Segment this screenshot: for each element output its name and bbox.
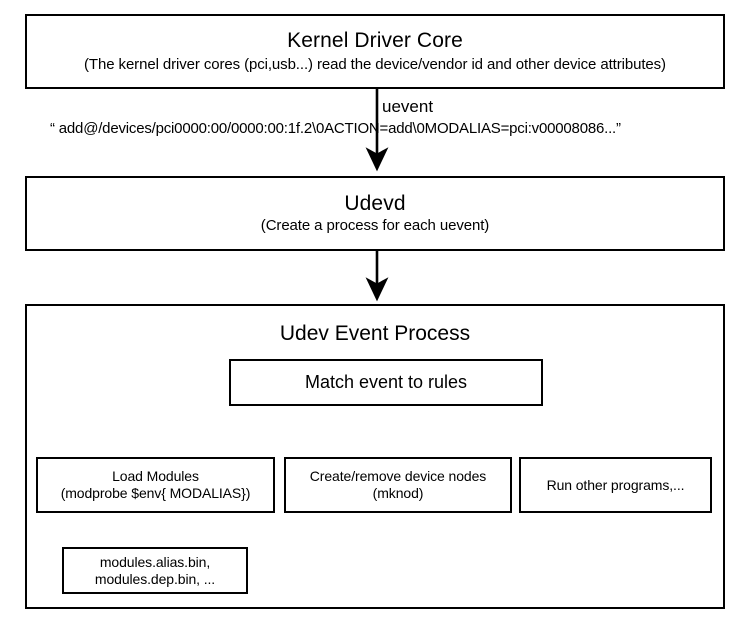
edge-label-uevent: uevent [382, 97, 434, 116]
kernel-driver-core-title: Kernel Driver Core [287, 29, 463, 53]
udev-event-process-title: Udev Event Process [279, 322, 471, 345]
node-modules-bin-files: modules.alias.bin, modules.dep.bin, ... [62, 547, 248, 594]
load-modules-line1: Load Modules [112, 468, 199, 485]
edge-label-uevent-payload: “ add@/devices/pci0000:00/0000:00:1f.2\0… [50, 120, 621, 137]
node-udevd: Udevd (Create a process for each uevent) [25, 176, 725, 251]
modules-bin-line2: modules.dep.bin, ... [94, 570, 216, 587]
device-nodes-line1: Create/remove device nodes [309, 468, 487, 485]
node-kernel-driver-core: Kernel Driver Core (The kernel driver co… [25, 14, 725, 89]
node-match-event-to-rules: Match event to rules [229, 359, 543, 406]
device-nodes-line2: (mknod) [372, 485, 424, 501]
node-run-other-programs: Run other programs,... [519, 457, 712, 513]
node-load-modules: Load Modules (modprobe $env{ MODALIAS}) [36, 457, 275, 513]
udevd-title: Udevd [344, 192, 406, 216]
node-create-remove-device-nodes: Create/remove device nodes (mknod) [284, 457, 512, 513]
load-modules-line2: (modprobe $env{ MODALIAS}) [60, 485, 251, 501]
udevd-subtitle: (Create a process for each uevent) [260, 217, 490, 235]
modules-bin-line1: modules.alias.bin, [99, 553, 211, 570]
run-programs-line1: Run other programs,... [546, 476, 685, 493]
kernel-driver-core-subtitle: (The kernel driver cores (pci,usb...) re… [84, 56, 666, 74]
match-event-to-rules-label: Match event to rules [304, 371, 468, 392]
